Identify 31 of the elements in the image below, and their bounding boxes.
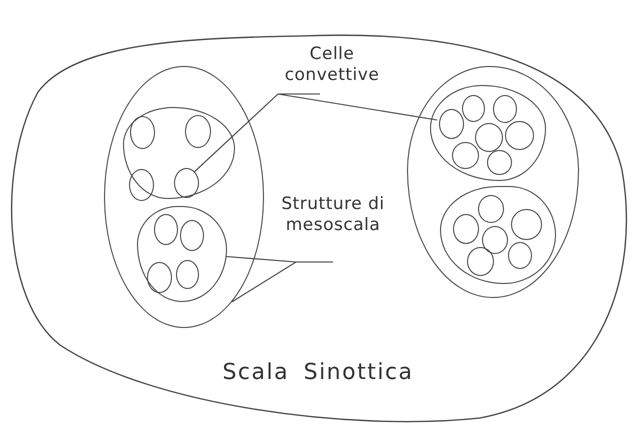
cell-circle [511, 209, 542, 240]
cluster-outline [123, 107, 235, 199]
cell-circle [453, 214, 479, 244]
cell-circle [130, 116, 155, 149]
cell-circle [487, 150, 512, 175]
cell-circle [174, 168, 199, 198]
cell-circle [478, 195, 504, 223]
leader-line [277, 93, 438, 121]
region-label: Scala Sinottica [221, 362, 415, 383]
callout-label: Strutture di mesoscala [280, 194, 386, 260]
cell-circle [185, 115, 211, 148]
cell-circle [462, 95, 485, 122]
cell-circle [129, 169, 154, 201]
callout-label: Celle convettive [262, 44, 402, 92]
cell-circle [508, 242, 532, 269]
cell-circle [505, 121, 534, 150]
cell-circle [147, 262, 172, 293]
cell-circle [452, 142, 479, 169]
cell-circle [493, 95, 517, 123]
cell-circle [467, 247, 494, 276]
cluster-outline [430, 85, 546, 181]
cell-circle [154, 214, 178, 245]
cell-circle [180, 220, 204, 251]
cluster-outline [440, 186, 556, 284]
cluster-outline [137, 206, 227, 302]
leader-line [232, 261, 333, 302]
mesoscale-oval [104, 66, 264, 328]
cell-circle [482, 226, 508, 254]
cell-circle [176, 260, 199, 289]
cell-circle [475, 123, 503, 152]
cell-circle [439, 109, 464, 139]
